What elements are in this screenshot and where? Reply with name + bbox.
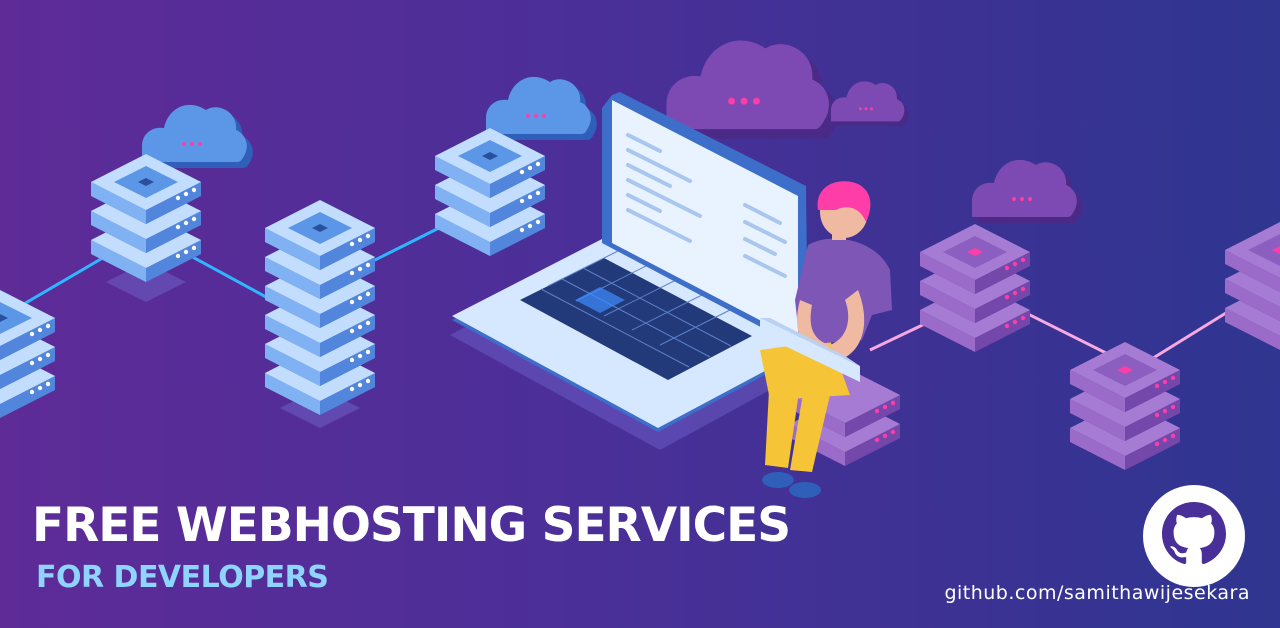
cloud-icon bbox=[666, 40, 839, 139]
cloud-icon bbox=[142, 104, 253, 168]
cloud-icon bbox=[972, 159, 1083, 223]
server-rack-icon bbox=[435, 128, 545, 256]
server-rack-icon bbox=[0, 290, 55, 418]
cloud-icon bbox=[831, 81, 909, 126]
laptop-icon bbox=[450, 92, 810, 450]
server-rack-icon bbox=[91, 154, 201, 302]
github-repo-link[interactable]: github.com/samithawijesekara bbox=[944, 582, 1250, 604]
page-subtitle: FOR DEVELOPERS bbox=[36, 560, 329, 595]
github-logo-icon bbox=[1143, 485, 1245, 587]
server-rack-icon bbox=[1070, 342, 1180, 470]
page-title: FREE WEBHOSTING SERVICES bbox=[32, 498, 791, 553]
cloud-icon bbox=[486, 76, 597, 140]
developer-figure bbox=[760, 181, 892, 498]
server-rack-icon bbox=[265, 200, 375, 428]
server-rack-icon bbox=[920, 224, 1030, 352]
server-rack-icon bbox=[1225, 222, 1280, 350]
